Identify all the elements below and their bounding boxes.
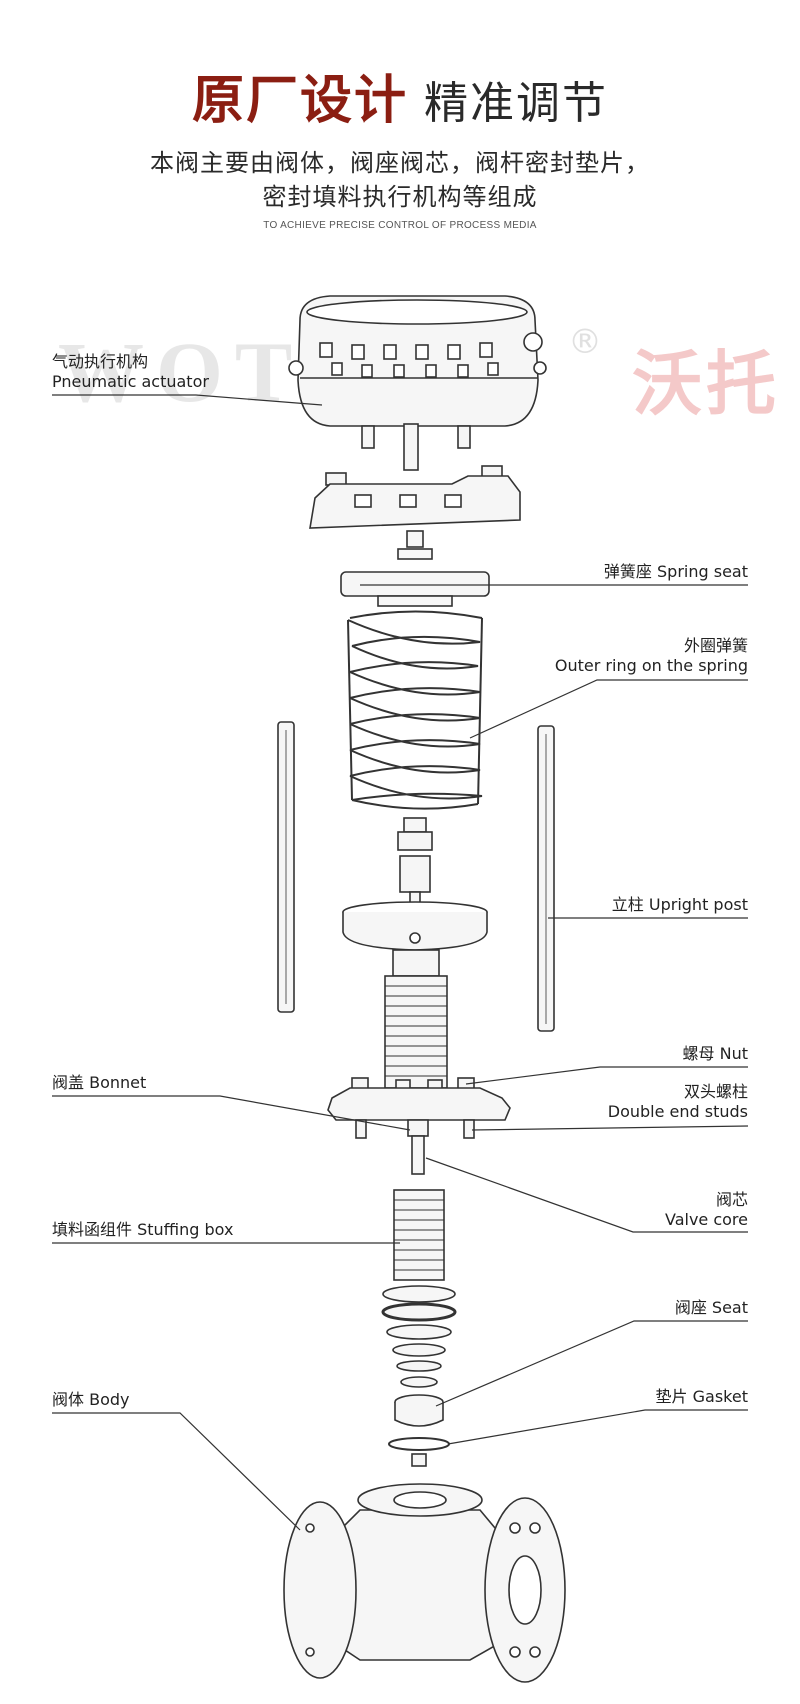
tagline: TO ACHIEVE PRECISE CONTROL OF PROCESS ME… [263,220,537,231]
label-seat: 阀座 Seat [674,1298,748,1317]
stuffing-box-part [393,1189,445,1281]
label-outer-ring-cn: 外圈弹簧 [683,636,748,655]
leader-lines [52,394,749,1531]
gasket-part [388,1437,450,1451]
header: 原厂设计精准调节 本阀主要由阀体，阀座阀芯，阀杆密封垫片， 密封填料执行机构等组… [0,0,800,240]
label-double-end-studs-en: Double end studs [607,1102,748,1121]
valve-body-part [283,1483,566,1683]
upright-post-left [277,721,295,1013]
page-title: 原厂设计精准调节 [0,58,800,133]
spring-seat-part [340,571,490,607]
label-outer-ring: 外圈弹簧 Outer ring on the spring [555,636,748,676]
label-gasket: 垫片 Gasket [655,1387,748,1406]
actuator-plate-part [309,465,521,529]
title-strong: 原厂设计 [191,70,408,131]
title-light: 精准调节 [424,78,608,129]
label-body: 阀体 Body [52,1390,130,1409]
label-double-end-studs: 双头螺柱 Double end studs [608,1082,748,1122]
label-upright-post: 立柱 Upright post [611,895,748,914]
valve-seat-part [394,1394,444,1427]
subtitle-line-1: 本阀主要由阀体，阀座阀芯，阀杆密封垫片， [150,149,650,177]
label-nut: 螺母 Nut [682,1044,748,1063]
subtitle-line-2: 密封填料执行机构等组成 [262,183,538,211]
bonnet-part [327,1077,511,1175]
label-valve-core: 阀芯 Valve core [665,1190,748,1230]
watermark-cn: 沃托 [632,343,780,425]
label-outer-ring-en: Outer ring on the spring [554,656,748,675]
label-valve-core-cn: 阀芯 [715,1190,748,1209]
yoke-flange-part [342,901,488,951]
label-bonnet: 阀盖 Bonnet [52,1073,147,1092]
watermark-registered: ® [568,322,602,362]
label-pneumatic-actuator: 气动执行机构 Pneumatic actuator [52,352,209,392]
pneumatic-actuator-part [288,295,547,471]
label-pneumatic-actuator-cn: 气动执行机构 [52,352,149,371]
upright-post-right [537,725,555,1032]
outer-spring-part [347,610,483,810]
label-valve-core-en: Valve core [664,1210,748,1229]
label-stuffing-box: 填料函组件 Stuffing box [52,1220,234,1239]
label-double-end-studs-cn: 双头螺柱 [683,1082,748,1101]
label-pneumatic-actuator-en: Pneumatic actuator [52,372,209,391]
threaded-column-part [384,949,448,1089]
label-spring-seat: 弹簧座 Spring seat [603,562,748,581]
